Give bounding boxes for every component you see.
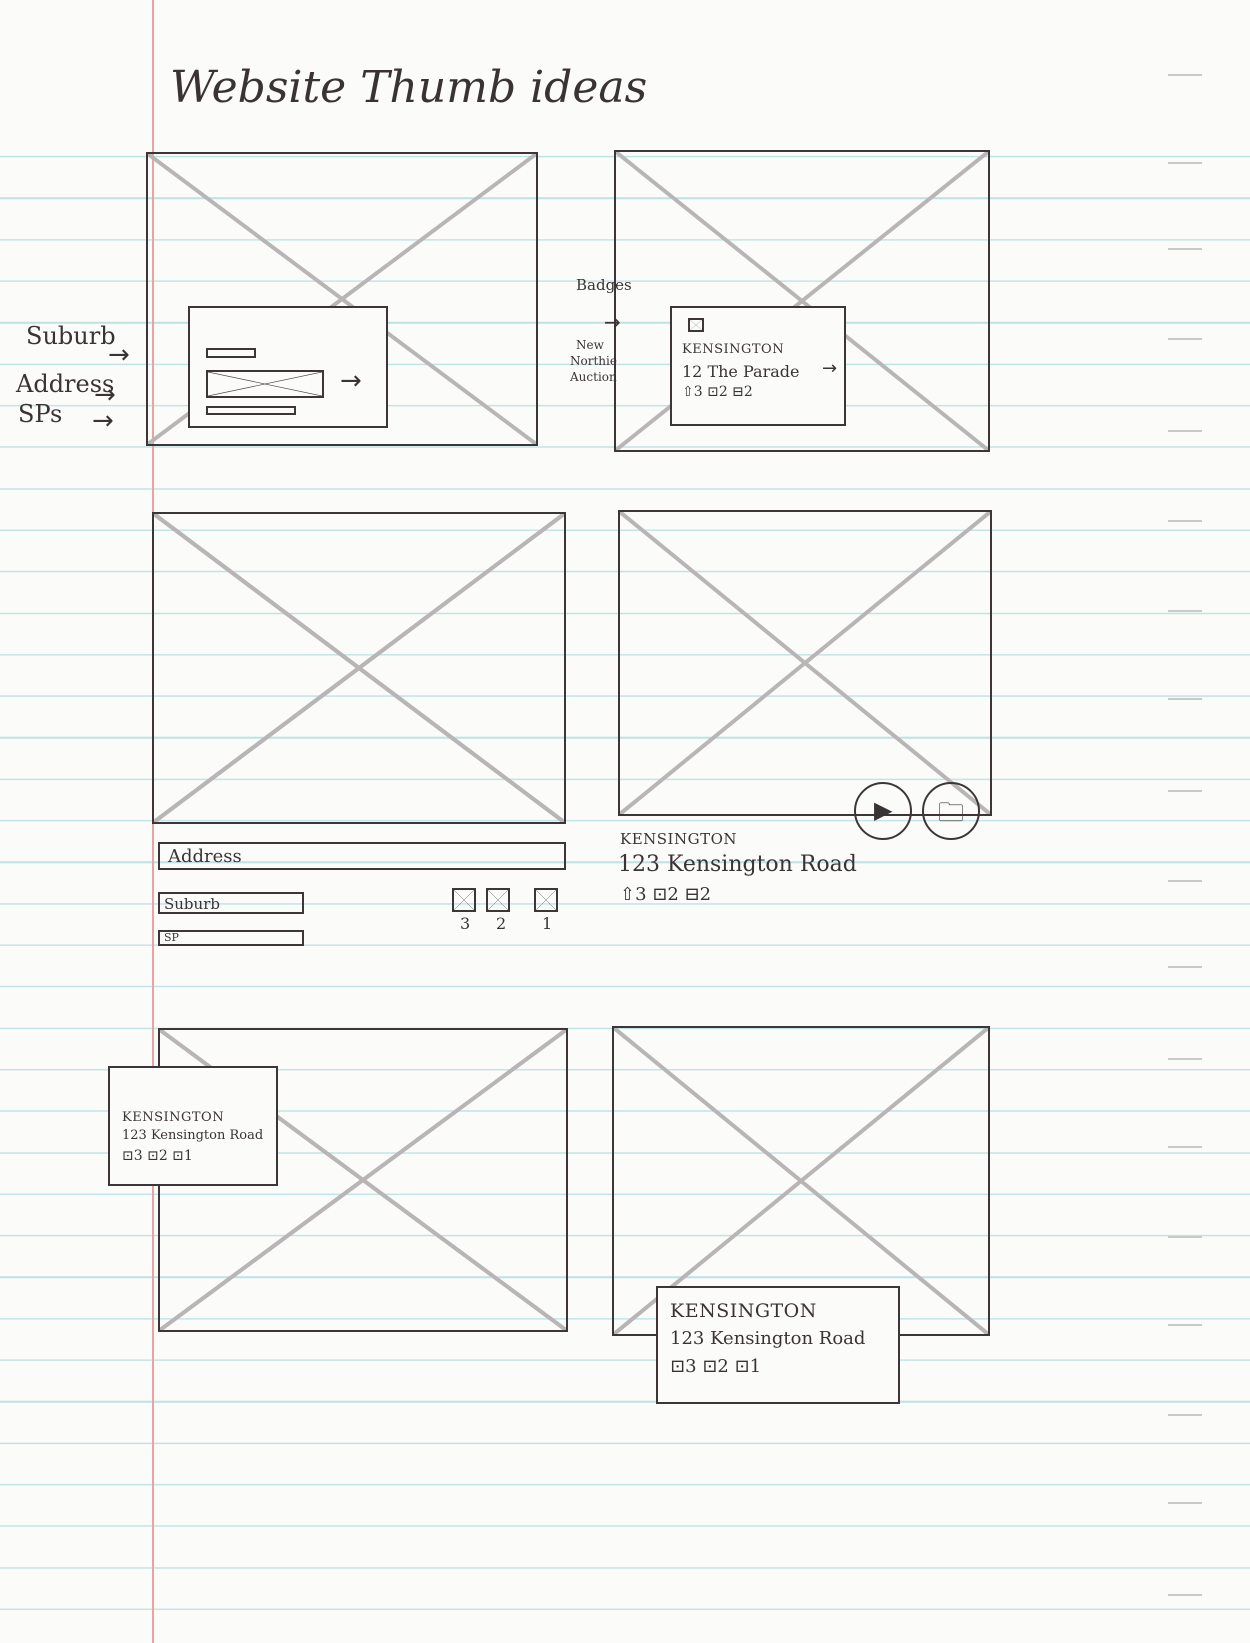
edge-mark	[1168, 1058, 1202, 1060]
edge-mark	[1168, 430, 1202, 432]
play-icon: ▶	[874, 796, 893, 824]
bed-count: 3	[460, 914, 471, 933]
sp-field-label: SP	[164, 931, 179, 944]
suburb-label: KENSINGTON	[620, 830, 738, 848]
image-placeholder-icon	[154, 514, 564, 822]
edge-mark	[1168, 610, 1202, 612]
sp-field: SP	[158, 930, 304, 946]
arrow-right-icon: →	[92, 406, 114, 436]
edge-mark	[1168, 1414, 1202, 1416]
edge-mark	[1168, 1502, 1202, 1504]
annotation-suburb: Suburb	[26, 322, 116, 350]
address-label: 12 The Parade	[682, 362, 800, 381]
arrow-right-icon: →	[822, 358, 838, 379]
paper-header-area	[0, 0, 1250, 150]
thumb-panel-4	[618, 510, 992, 816]
badge-icon	[688, 318, 704, 332]
edge-mark	[1168, 698, 1202, 700]
suburb-field-label: Suburb	[164, 895, 220, 913]
address-label: 123 Kensington Road	[670, 1328, 866, 1349]
features-label: ⇧3 ⊡2 ⊟2	[620, 884, 712, 905]
badge-option: New	[576, 338, 604, 352]
address-placeholder-icon	[208, 372, 322, 396]
annotation-address: Address	[16, 370, 115, 398]
address-label: 123 Kensington Road	[618, 852, 857, 877]
suburb-field: Suburb	[158, 892, 304, 914]
car-count: 1	[542, 914, 553, 933]
edge-mark	[1168, 338, 1202, 340]
features-label: ⇧3 ⊡2 ⊟2	[682, 384, 753, 400]
address-label: 123 Kensington Road	[122, 1128, 264, 1143]
arrow-right-icon: →	[604, 310, 621, 334]
gallery-button[interactable]: 🗀	[922, 782, 980, 840]
badge-option: Auction	[570, 370, 617, 384]
info-overlay-card: →	[188, 306, 388, 428]
suburb-label: KENSINGTON	[682, 342, 785, 357]
folder-icon: 🗀	[938, 798, 965, 828]
edge-mark	[1168, 162, 1202, 164]
suburb-label: KENSINGTON	[670, 1300, 817, 1322]
edge-mark	[1168, 1594, 1202, 1596]
bath-count: 2	[496, 914, 507, 933]
car-icon	[534, 888, 558, 912]
bath-icon	[486, 888, 510, 912]
edge-mark	[1168, 880, 1202, 882]
sp-bar	[206, 406, 296, 415]
badges-annotation: Badges	[576, 276, 632, 294]
image-placeholder-icon	[620, 512, 990, 814]
info-overlay-card: KENSINGTON 12 The Parade → ⇧3 ⊡2 ⊟2	[670, 306, 846, 426]
suburb-bar	[206, 348, 256, 358]
edge-mark	[1168, 520, 1202, 522]
features-label: ⊡3 ⊡2 ⊡1	[122, 1148, 193, 1164]
address-field-label: Address	[168, 846, 242, 867]
play-button[interactable]: ▶	[854, 782, 912, 840]
address-bar	[206, 370, 324, 398]
thumb-panel-3	[152, 512, 566, 824]
arrow-right-icon: →	[340, 366, 362, 396]
suburb-label: KENSINGTON	[122, 1110, 225, 1125]
edge-mark	[1168, 790, 1202, 792]
edge-mark	[1168, 74, 1202, 76]
info-overlay-card: KENSINGTON 123 Kensington Road ⊡3 ⊡2 ⊡1	[108, 1066, 278, 1186]
image-placeholder-icon	[614, 1028, 988, 1334]
badge-option: Northie	[570, 354, 617, 368]
address-field: Address	[158, 842, 566, 870]
edge-mark	[1168, 1236, 1202, 1238]
arrow-right-icon: →	[94, 380, 116, 410]
edge-mark	[1168, 248, 1202, 250]
bed-icon	[452, 888, 476, 912]
edge-mark	[1168, 1324, 1202, 1326]
page-title: Website Thumb ideas	[170, 62, 648, 113]
edge-mark	[1168, 1146, 1202, 1148]
features-label: ⊡3 ⊡2 ⊡1	[670, 1356, 762, 1377]
edge-mark	[1168, 966, 1202, 968]
arrow-right-icon: →	[108, 340, 130, 370]
annotation-sps: SPs	[18, 400, 63, 428]
info-overlay-card: KENSINGTON 123 Kensington Road ⊡3 ⊡2 ⊡1	[656, 1286, 900, 1404]
